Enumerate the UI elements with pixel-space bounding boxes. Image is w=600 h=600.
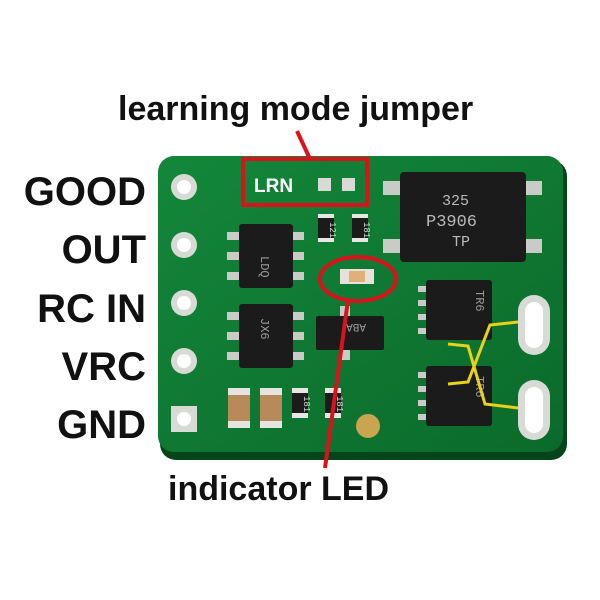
ic-ldq: LDQ bbox=[227, 224, 304, 288]
callout-led-label: indicator LED bbox=[168, 470, 390, 508]
jumper-leader-line bbox=[295, 130, 312, 160]
ic-jx6: JX6 bbox=[227, 304, 304, 368]
pin-header bbox=[171, 174, 197, 432]
pin-label-out: OUT bbox=[61, 228, 146, 272]
led-leader-line bbox=[323, 299, 350, 469]
mosfet-chip: 325 P3906 TP bbox=[383, 172, 542, 262]
capacitor-2 bbox=[260, 388, 282, 428]
svg-text:P3906: P3906 bbox=[426, 213, 477, 232]
silkscreen-lrn: LRN bbox=[254, 176, 293, 197]
yellow-trace-2 bbox=[447, 342, 519, 410]
relay-chip-top: TR6 bbox=[418, 280, 492, 340]
capacitor-1 bbox=[228, 388, 250, 428]
learning-jumper: LRN bbox=[254, 176, 355, 197]
svg-text:181: 181 bbox=[301, 396, 311, 412]
yellow-trace-1 bbox=[447, 320, 519, 386]
resistor-121: 121 bbox=[318, 214, 337, 242]
pin-label-good: GOOD bbox=[23, 170, 146, 214]
svg-text:181: 181 bbox=[361, 222, 371, 238]
pin-label-vrc: VRC bbox=[61, 345, 146, 389]
led-highlight-ellipse bbox=[318, 255, 398, 303]
svg-text:325: 325 bbox=[442, 193, 469, 210]
svg-text:JX6: JX6 bbox=[257, 318, 271, 340]
resistor-181-bottom-left: 181 bbox=[292, 388, 311, 418]
svg-text:TR6: TR6 bbox=[472, 290, 486, 312]
svg-text:ABA: ABA bbox=[346, 320, 366, 332]
svg-text:TP: TP bbox=[452, 234, 470, 251]
test-pad bbox=[356, 414, 380, 438]
svg-text:LDQ: LDQ bbox=[257, 256, 271, 278]
pin-label-rc-in: RC IN bbox=[37, 287, 146, 331]
jumper-highlight-box bbox=[241, 157, 369, 207]
pin-label-gnd: GND bbox=[57, 403, 146, 447]
callout-jumper-label: learning mode jumper bbox=[118, 90, 474, 128]
svg-text:181: 181 bbox=[334, 396, 344, 412]
resistor-181-top: 181 bbox=[352, 214, 371, 242]
relay-chip-bottom: TR6 bbox=[418, 366, 492, 426]
indicator-led bbox=[340, 269, 374, 284]
svg-text:121: 121 bbox=[327, 222, 337, 238]
